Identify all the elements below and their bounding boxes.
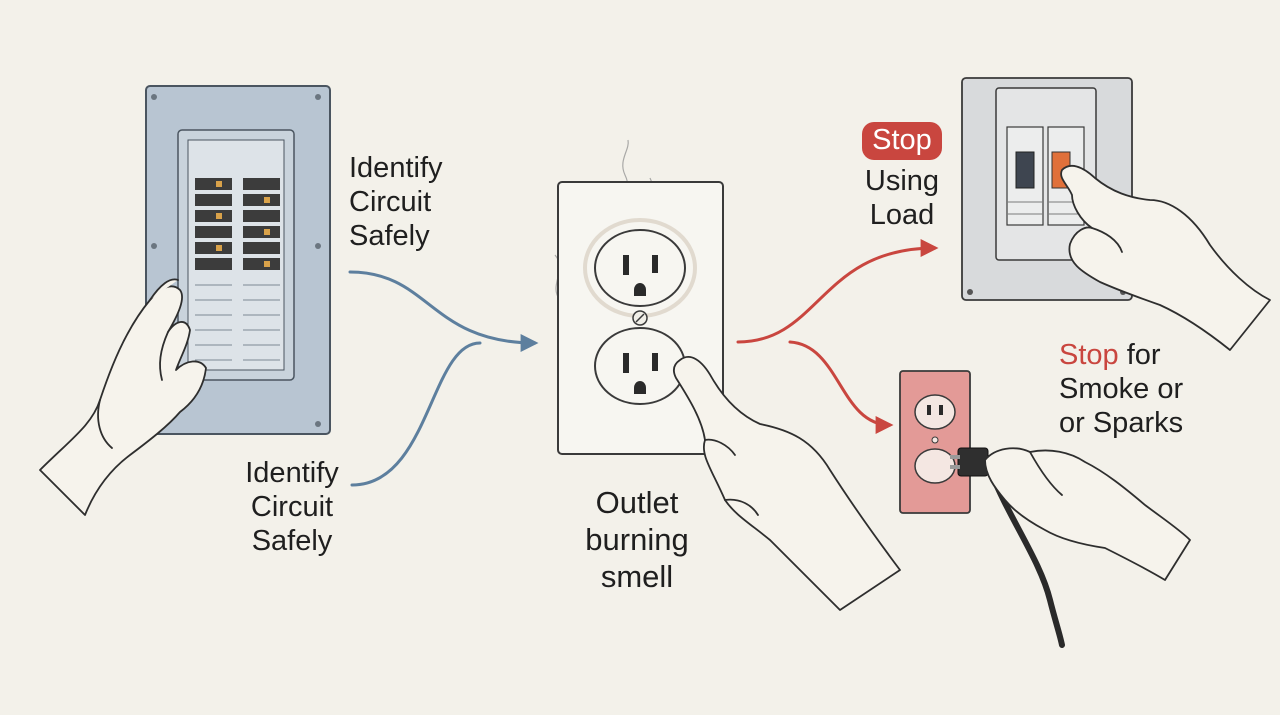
label-identify-circuit-bottom: Identify Circuit Safely	[238, 456, 346, 558]
breaker-switches	[195, 178, 280, 270]
red-arrows	[736, 239, 939, 434]
stop-word: Stop	[1059, 339, 1119, 371]
label-line: Smoke or	[1059, 373, 1184, 405]
label-line: Outlet	[595, 485, 679, 520]
red-outlet	[899, 370, 971, 514]
label-line: burning	[585, 522, 689, 557]
label-line: Using	[864, 165, 940, 197]
stop-badge: Stop	[862, 122, 942, 160]
hand-breaker-illustration	[1060, 164, 1271, 351]
blue-arrows	[348, 270, 539, 487]
label-line: or Sparks	[1059, 407, 1184, 439]
label-line: Safely	[251, 525, 333, 557]
label-identify-circuit-top: Identify Circuit Safely	[349, 151, 443, 253]
label-line: Circuit	[250, 491, 334, 523]
label-line: Circuit	[349, 186, 432, 218]
hand-unplug-illustration	[984, 447, 1191, 581]
plug-and-cord	[950, 447, 1065, 648]
label-for: for	[1118, 339, 1161, 371]
label-line: Identify	[245, 457, 339, 489]
label-line: Identify	[349, 152, 443, 184]
label-stop-using-load: Stop Using Load	[852, 122, 952, 232]
hand-pointing-illustration	[673, 356, 901, 611]
label-stop-smoke-sparks: Stop for Smoke or or Sparks	[1059, 338, 1183, 440]
breaker-panel-left	[145, 85, 331, 435]
hand-left-illustration	[39, 278, 207, 516]
label-line: Safely	[349, 220, 430, 252]
label-line: Load	[869, 199, 935, 231]
label-line: smell	[600, 559, 674, 594]
breaker-panel-right	[961, 77, 1133, 301]
label-outlet-burning-smell: Outlet burning smell	[574, 484, 700, 595]
label-line: Stop for	[1059, 338, 1183, 372]
